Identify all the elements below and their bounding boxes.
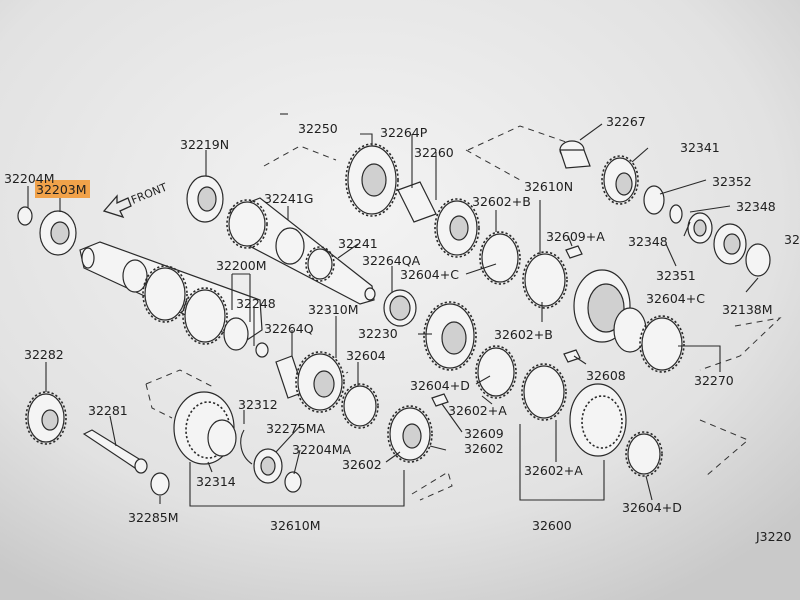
reverse-gear-32314 [173,391,237,465]
reverse-shaft-32281 [82,429,148,474]
label-32264qa[interactable]: 32264QA [362,253,421,268]
label-32610n[interactable]: 32610N [524,179,573,194]
gear-32310m [275,351,345,413]
main-shaft-32200m [79,241,269,358]
gear-32341 [601,155,639,205]
bearing-32219n [186,175,224,223]
label-32241[interactable]: 32241 [338,236,378,251]
label-32604c-2[interactable]: 32604+C [646,291,705,306]
label-32348-upper[interactable]: 32348 [736,199,776,214]
label-32602b-1[interactable]: 32602+B [472,194,531,209]
snap-ring-32204ma [284,471,302,493]
label-32602-left[interactable]: 32602 [342,457,382,472]
highlight-32203m [35,180,90,198]
label-32264p[interactable]: 32264P [380,125,428,140]
parts-drawings [17,140,771,496]
label-32270[interactable]: 32270 [694,373,734,388]
snap-ring-32348 [669,204,683,224]
label-32600[interactable]: 32600 [532,518,572,533]
gear-32230 [423,301,477,371]
label-32260[interactable]: 32260 [414,145,454,160]
label-32602b-2[interactable]: 32602+B [494,327,553,342]
label-32609[interactable]: 32609 [464,426,504,441]
label-32219n[interactable]: 32219N [180,137,229,152]
part-labels: 32204M 32203M 32219N 32250 32264P 32260 … [4,114,800,544]
label-32348-lower[interactable]: 32348 [628,234,668,249]
ring-32285m [150,472,170,496]
gear-32250 [345,143,399,217]
label-32138m[interactable]: 32138M [722,302,773,317]
synchronizer-32600 [475,345,663,477]
spacer-32352 [643,185,665,215]
bearing-32351 [687,212,713,244]
label-32604d-2[interactable]: 32604+D [622,500,682,515]
label-32-cut[interactable]: 32 [784,232,800,247]
bearing-32203m [39,210,77,256]
needle-bearing-32264qa [383,289,417,327]
label-32602-right[interactable]: 32602 [464,441,504,456]
label-32310m[interactable]: 32310M [308,302,359,317]
label-32312[interactable]: 32312 [238,397,278,412]
label-32341[interactable]: 32341 [680,140,720,155]
label-32604d-1[interactable]: 32604+D [410,378,470,393]
label-32285m[interactable]: 32285M [128,510,179,525]
label-32314[interactable]: 32314 [196,474,236,489]
label-32282[interactable]: 32282 [24,347,64,362]
label-32608[interactable]: 32608 [586,368,626,383]
diagram-code: J3220 [755,529,792,544]
front-arrow-icon [102,194,132,219]
label-32241g[interactable]: 32241G [264,191,313,206]
snap-ring-32312 [240,429,253,465]
shifting-keys [431,245,583,407]
label-32264q[interactable]: 32264Q [264,321,314,336]
synchronizer-32610n [479,231,685,373]
gear-32260 [434,198,480,258]
label-32352[interactable]: 32352 [712,174,752,189]
label-32351[interactable]: 32351 [656,268,696,283]
label-32267[interactable]: 32267 [606,114,646,129]
bushing-32267 [559,140,591,169]
counter-shaft-32241 [226,197,376,305]
label-32275ma[interactable]: 32275MA [266,421,326,436]
label-32204ma[interactable]: 32204MA [292,442,352,457]
label-32230[interactable]: 32230 [358,326,398,341]
label-32203m[interactable]: 32203M [36,182,87,197]
label-32604[interactable]: 32604 [346,348,386,363]
synchro-ring-32604 [341,383,379,429]
label-32248[interactable]: 32248 [236,296,276,311]
label-32200m[interactable]: 32200M [216,258,267,273]
label-32610m[interactable]: 32610M [270,518,321,533]
leader-lines [27,113,759,507]
label-32604c-1[interactable]: 32604+C [400,267,459,282]
label-32609a[interactable]: 32609+A [546,229,605,244]
snap-ring-32204m [17,206,33,226]
needle-bearing-32264p [397,181,437,223]
gear-32602-lower [387,405,433,463]
label-32602a-1[interactable]: 32602+A [448,403,507,418]
gear-32282 [25,391,67,445]
label-32281[interactable]: 32281 [88,403,128,418]
label-32602a-2[interactable]: 32602+A [524,463,583,478]
bearing-32138m [713,223,771,277]
bearing-32275ma [253,448,283,484]
label-32204m[interactable]: 32204M [4,171,55,186]
label-32250[interactable]: 32250 [298,121,338,136]
